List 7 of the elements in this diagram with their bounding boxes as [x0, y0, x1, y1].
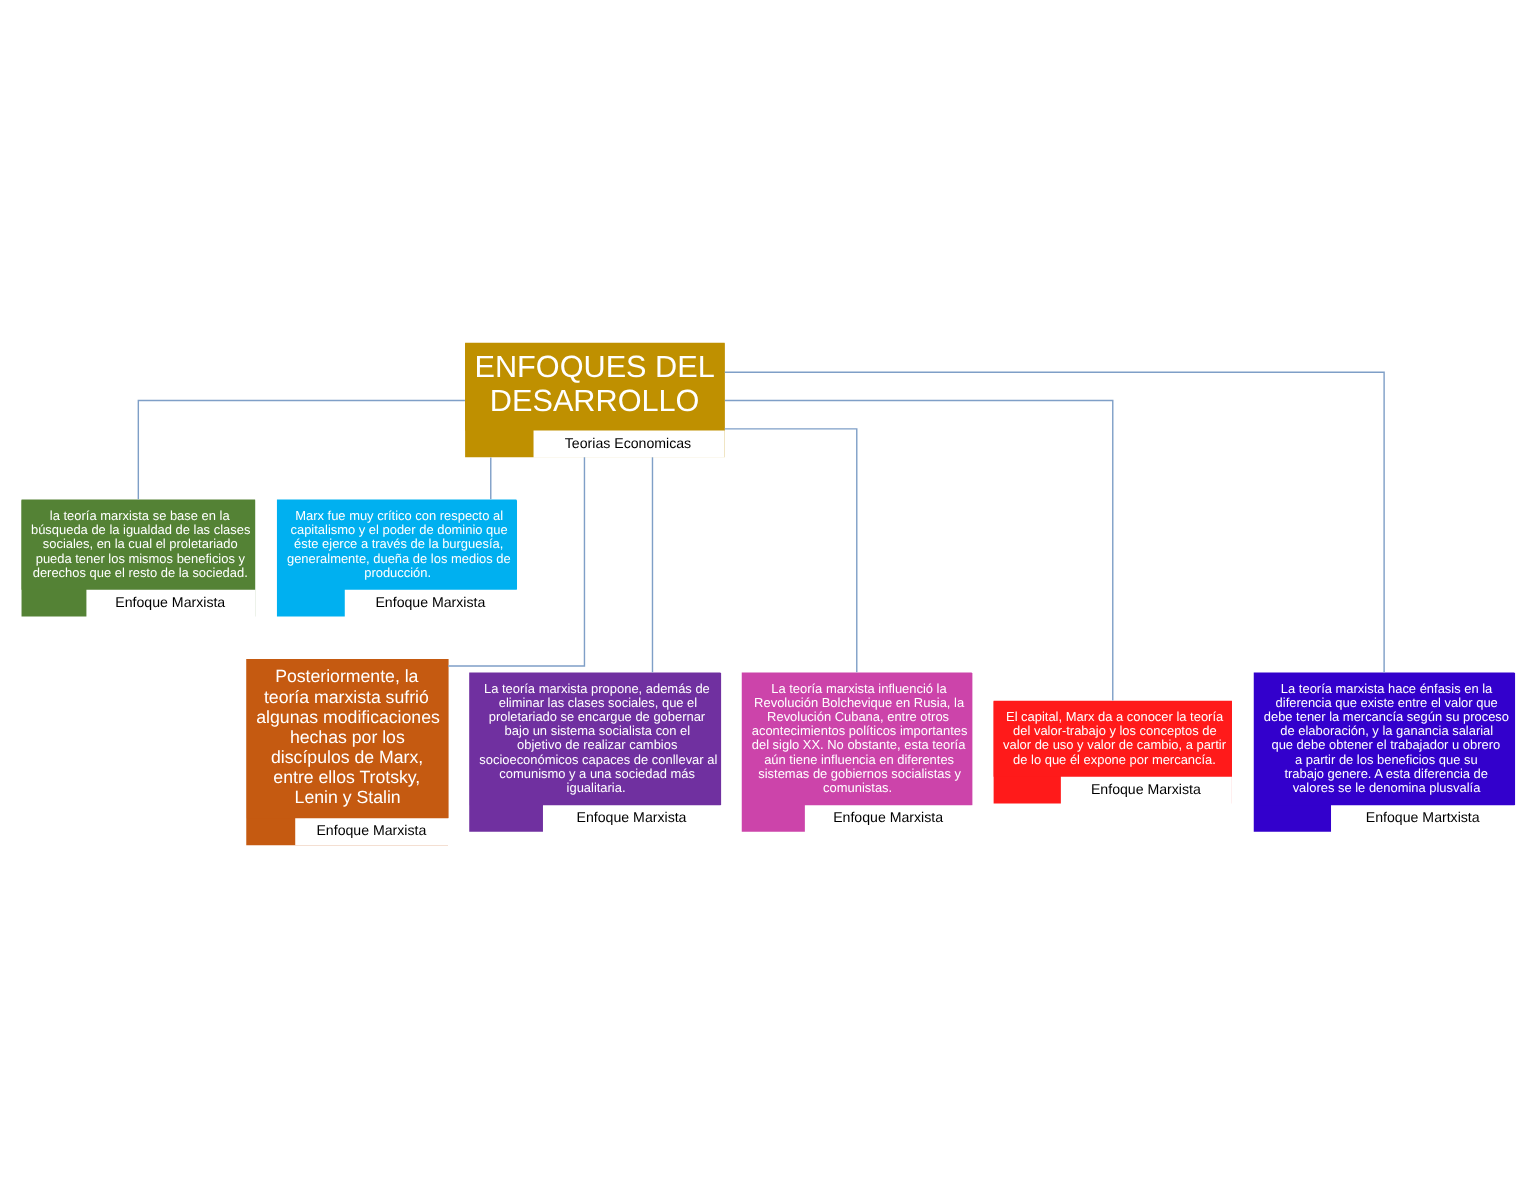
connector [651, 456, 654, 674]
connector [447, 456, 586, 667]
connector [723, 428, 858, 673]
connector [724, 399, 1114, 702]
connector [137, 399, 466, 501]
connector [724, 371, 1385, 674]
connector [490, 456, 492, 500]
